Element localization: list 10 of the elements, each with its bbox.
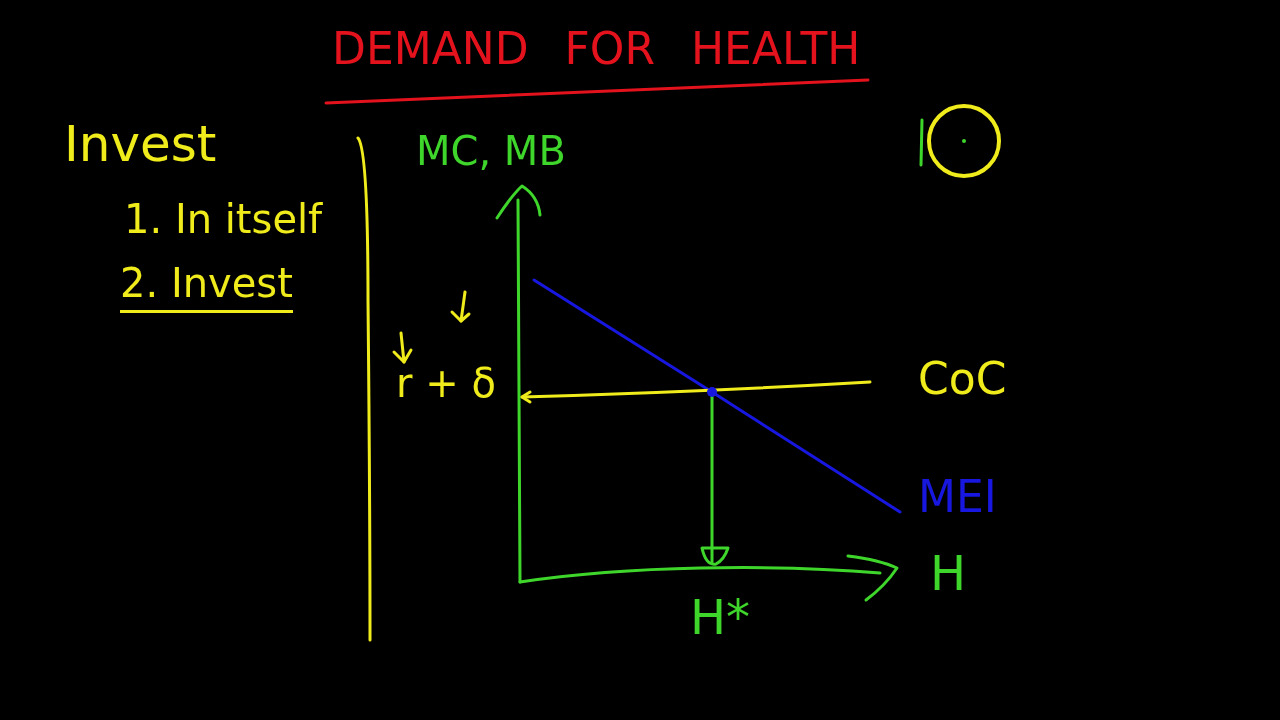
axis-label: MC, MB xyxy=(416,130,566,172)
note-heading: Invest xyxy=(64,118,217,171)
list-item: 2. Invest xyxy=(120,262,293,313)
axis-value-label: r + δ xyxy=(396,362,496,404)
curve-label: MEI xyxy=(918,474,997,521)
list-item: 1. In itself xyxy=(124,198,323,240)
curve-label: CoC xyxy=(918,356,1007,403)
axis-value-label: H* xyxy=(690,592,751,643)
diagram-title: DEMAND FOR HEALTH xyxy=(332,26,861,73)
axis-label: H xyxy=(930,548,967,599)
